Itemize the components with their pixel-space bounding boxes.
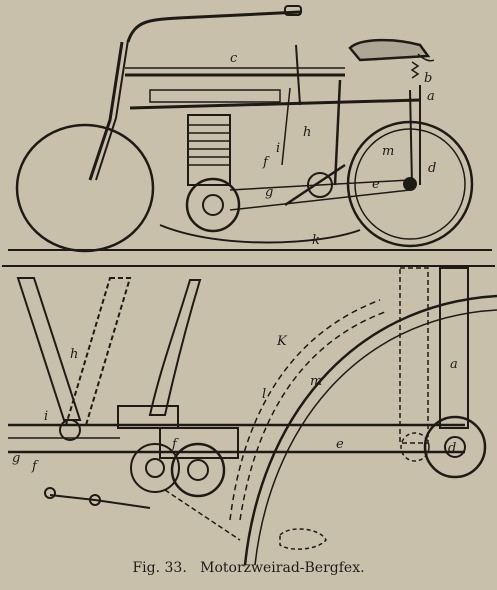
label-e-detail: e bbox=[336, 437, 344, 452]
top-figure-labels: c b a h i m f g d e k bbox=[230, 51, 436, 248]
label-h-detail: h bbox=[70, 347, 78, 362]
label-i: i bbox=[276, 141, 280, 156]
figure-caption: Fig. 33. Motorzweirad-Bergfex. bbox=[0, 560, 497, 576]
label-e: e bbox=[372, 177, 380, 192]
bottom-figure-labels: K a m l h i f e d g f bbox=[12, 334, 458, 474]
label-f: f bbox=[262, 155, 270, 170]
label-d-detail: d bbox=[448, 441, 456, 456]
label-K: K bbox=[276, 334, 288, 349]
detail-drawing bbox=[2, 265, 497, 566]
label-m: m bbox=[382, 144, 394, 159]
label-f-detail: f bbox=[171, 437, 179, 452]
caption-number: Fig. 33. bbox=[132, 560, 187, 576]
label-h: h bbox=[303, 125, 311, 140]
caption-title: Motorzweirad-Bergfex. bbox=[200, 560, 365, 576]
label-i-detail: i bbox=[44, 409, 48, 424]
label-f-lower: f bbox=[31, 459, 39, 474]
label-m-detail: m bbox=[310, 374, 322, 389]
label-k: k bbox=[312, 233, 320, 248]
label-g-detail: g bbox=[12, 451, 20, 466]
label-c: c bbox=[230, 51, 238, 66]
label-g: g bbox=[265, 185, 273, 200]
label-a: a bbox=[427, 89, 435, 104]
label-d: d bbox=[428, 161, 436, 176]
side-view-drawing bbox=[8, 5, 492, 253]
label-l-detail: l bbox=[262, 387, 266, 402]
label-a-detail: a bbox=[450, 357, 458, 372]
label-b: b bbox=[424, 71, 432, 86]
